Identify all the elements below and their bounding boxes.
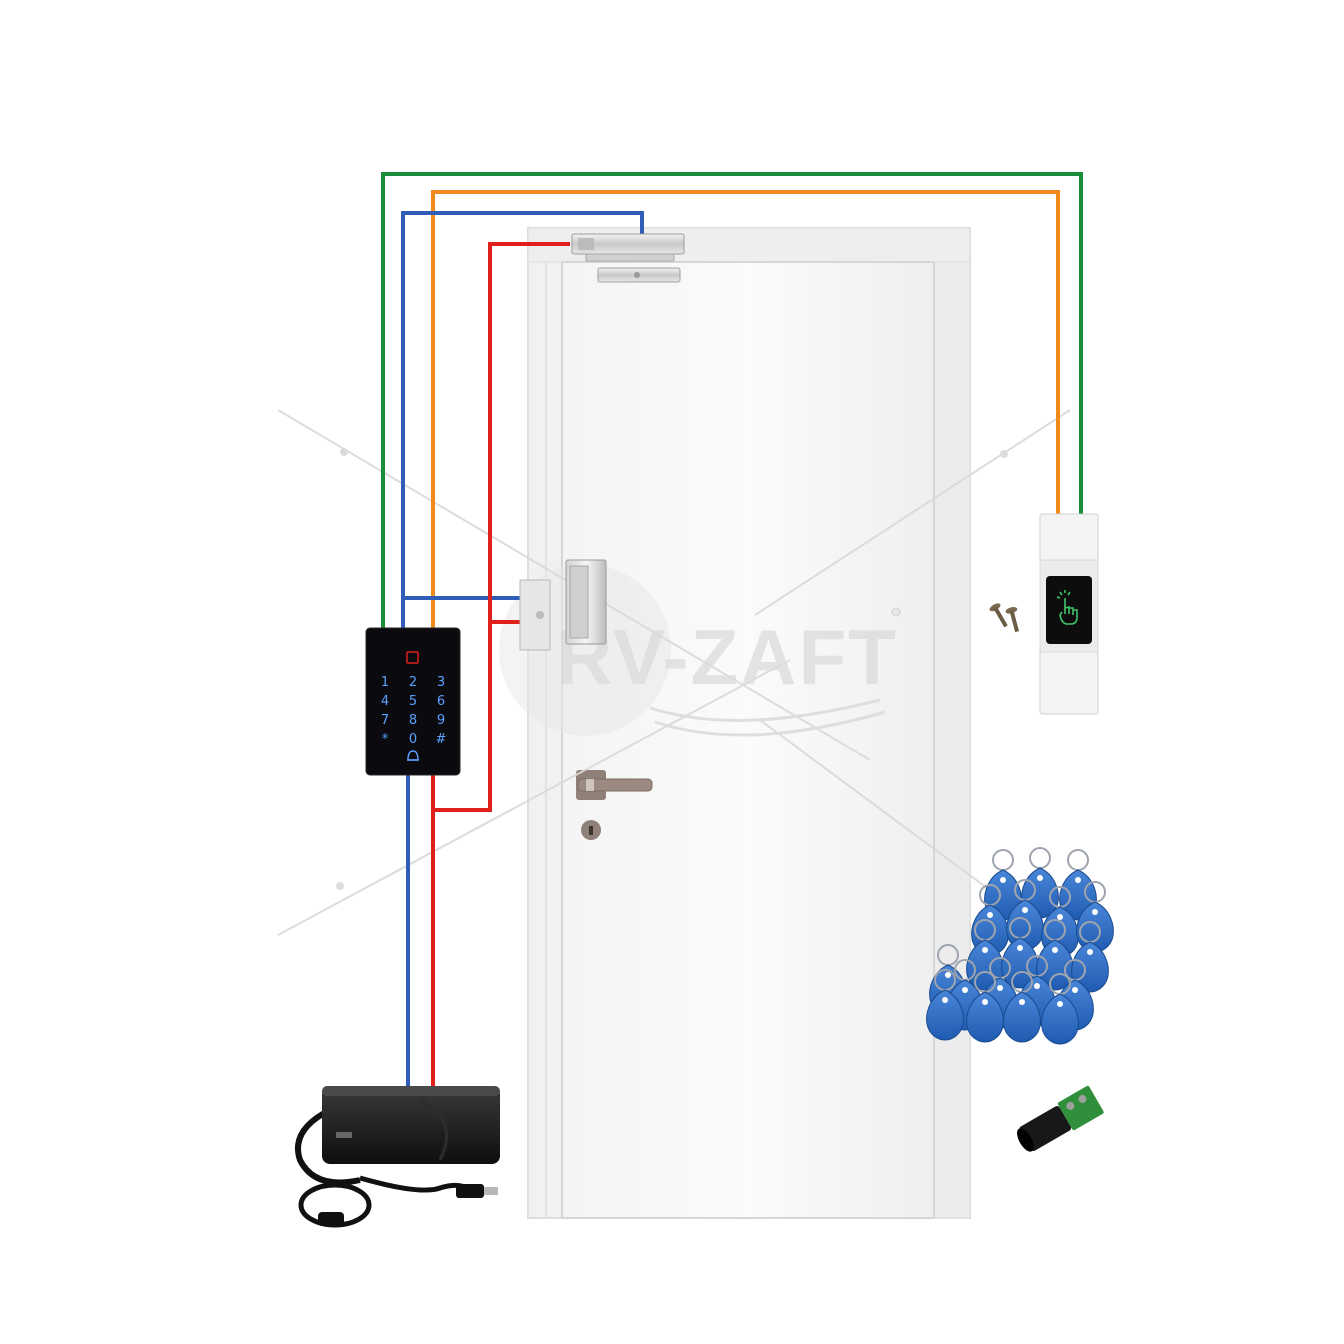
keypad-body <box>365 627 461 776</box>
keypad-reader: 1 2 3 4 5 6 7 8 9 * 0 # <box>365 627 461 776</box>
keyfob-icon <box>1071 921 1109 993</box>
magnetic-lock <box>571 233 685 283</box>
keyfob-icon <box>1003 971 1041 1043</box>
keyfob-icon <box>926 969 964 1041</box>
door-handle <box>576 770 653 840</box>
watermark-brand-text: RV-ZAFT <box>556 613 898 701</box>
keyfob-icon <box>1041 973 1079 1045</box>
keypad-key: 4 <box>381 694 389 709</box>
keypad-key: 8 <box>409 713 417 728</box>
keypad-keys: 1 2 3 4 5 6 7 8 9 * 0 # <box>381 675 447 747</box>
keypad-key: 2 <box>409 675 417 690</box>
keypad-key: 9 <box>437 713 445 728</box>
door <box>527 227 971 1219</box>
keyfob-icon <box>966 971 1004 1043</box>
door-leaf <box>561 261 935 1219</box>
keypad-key: 0 <box>409 732 417 747</box>
mounting-screws <box>989 603 1020 633</box>
wire-green <box>381 172 1083 628</box>
door-hinge-pin <box>891 607 901 617</box>
touch-hand-icon <box>1056 590 1078 625</box>
keypad-key: * <box>382 732 389 747</box>
keypad-key: 1 <box>381 675 389 690</box>
door-frame-right-jamb <box>933 227 971 1219</box>
keypad-key: 5 <box>409 694 417 709</box>
electric-bolt-lock <box>519 559 607 651</box>
wire-red-top <box>431 242 570 812</box>
exit-button <box>1039 513 1099 715</box>
bell-icon <box>407 750 419 761</box>
wiring <box>381 172 1083 1087</box>
dc-connector <box>1017 1085 1104 1152</box>
wire-orange <box>431 190 1060 628</box>
screw-icon <box>1005 607 1020 633</box>
power-adapter-icon <box>322 1086 500 1164</box>
keyfob-icon <box>1076 881 1114 953</box>
wire-blue-top <box>401 211 644 628</box>
rfid-key-fobs <box>926 847 1114 1045</box>
keypad-status-indicator <box>406 651 419 664</box>
dc-jack-icon <box>1017 1085 1104 1152</box>
screw-icon <box>989 603 1008 628</box>
keypad-key: 7 <box>381 713 389 728</box>
keypad-key: 6 <box>437 694 445 709</box>
power-adapter <box>295 1086 500 1228</box>
keypad-key: # <box>436 732 447 747</box>
keypad-key: 3 <box>437 675 445 690</box>
